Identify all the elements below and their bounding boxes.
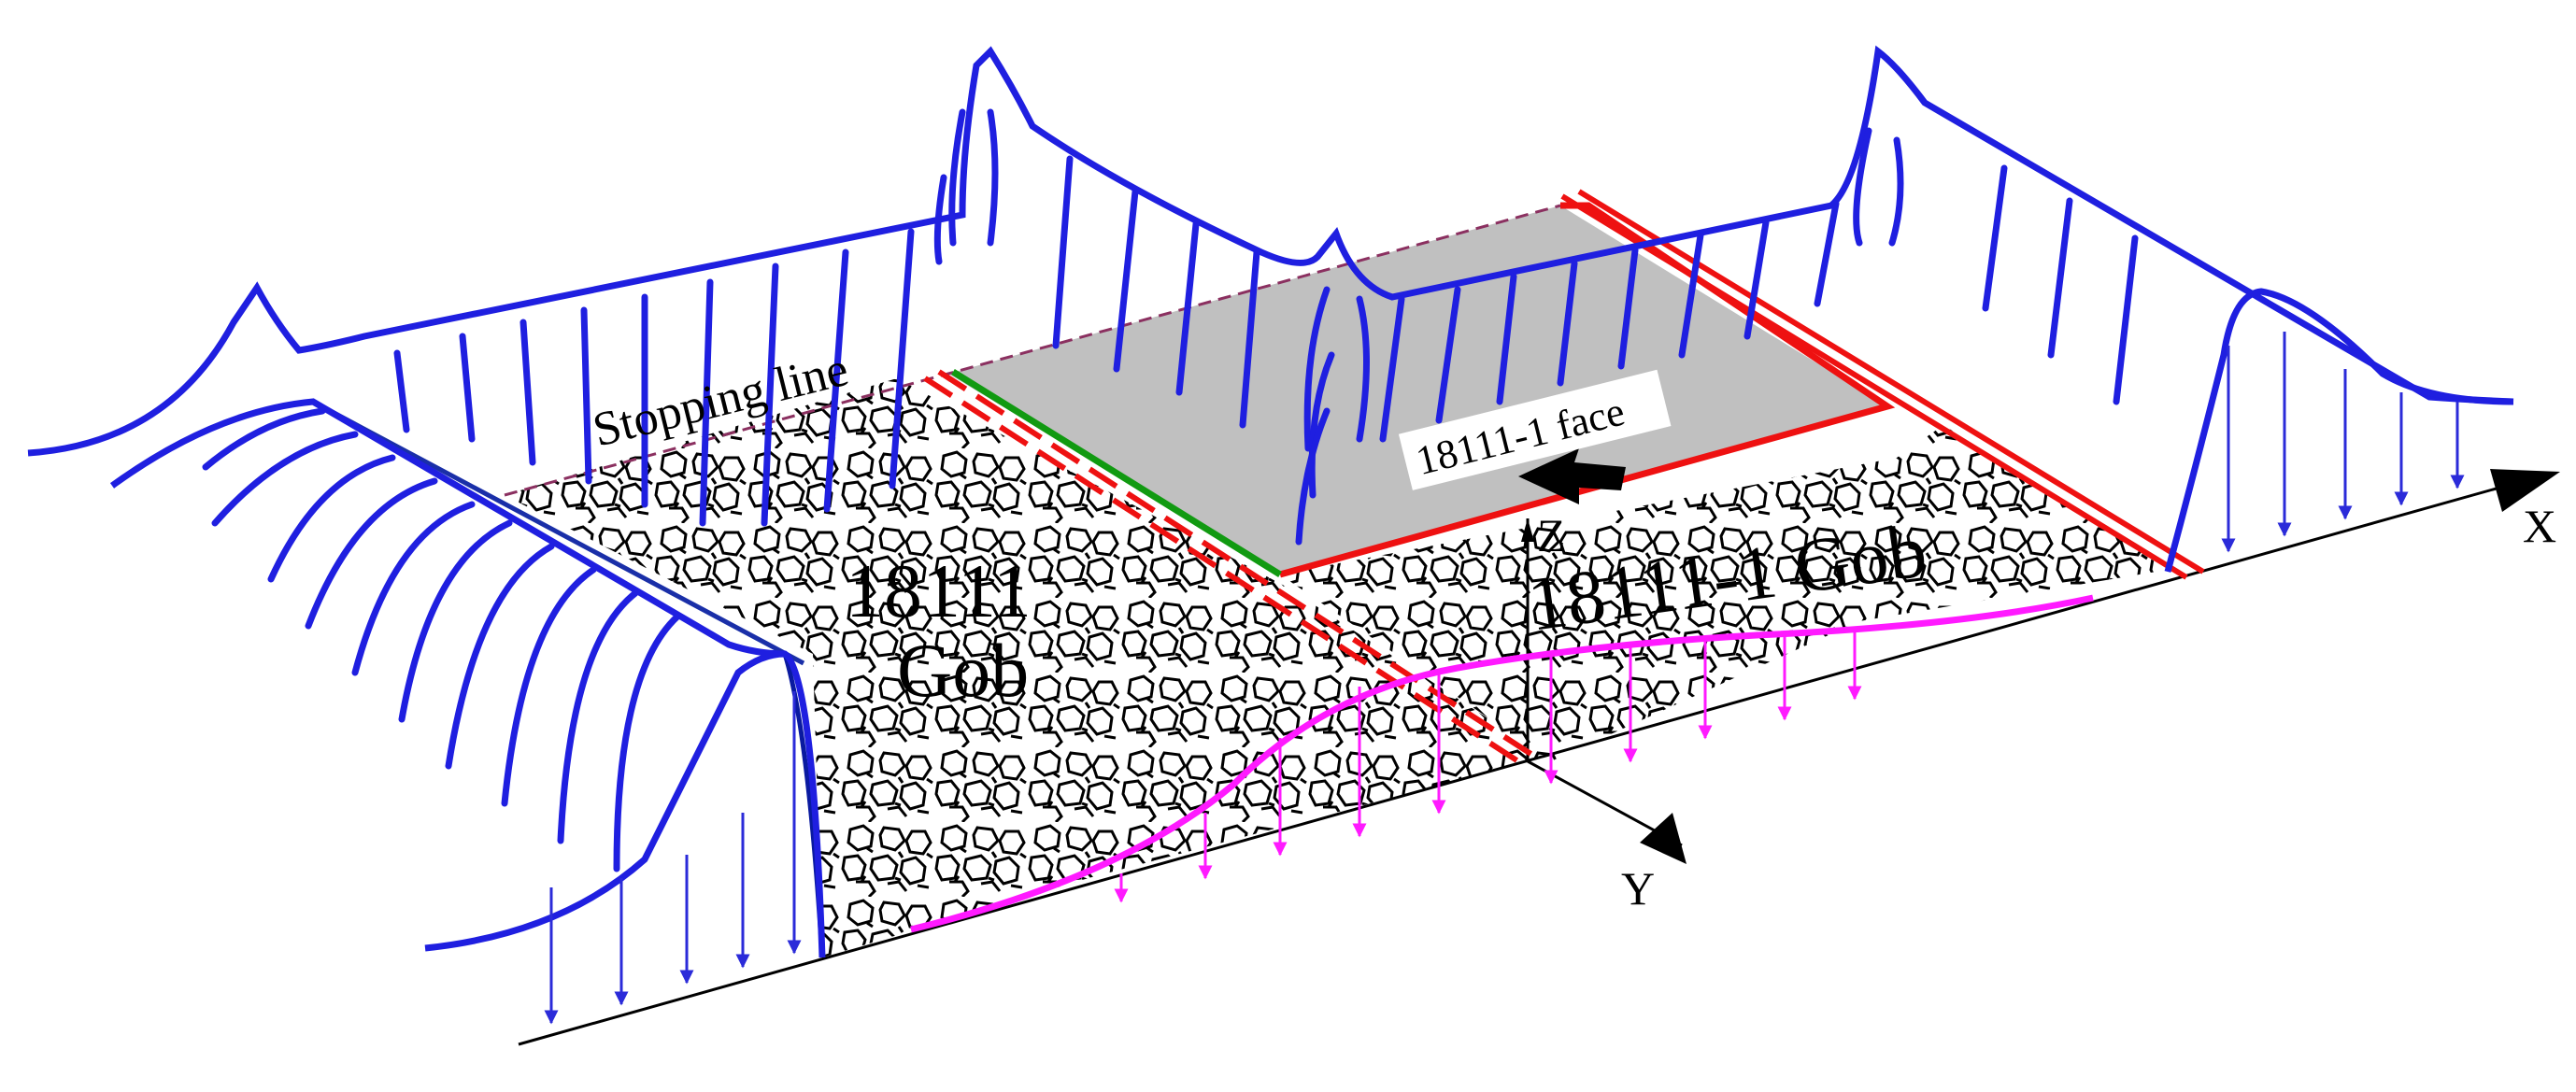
front-baseline <box>518 479 2524 1046</box>
ground-stress-curve <box>910 594 2094 933</box>
advance-arrow-icon <box>1518 448 1626 504</box>
working-face-area <box>948 206 1887 574</box>
axis-x-arrowhead <box>2490 469 2560 512</box>
axis-z-label: Z <box>1537 509 1566 561</box>
stress-strokes <box>202 108 2139 872</box>
axis-z-arrowhead <box>1521 518 1534 542</box>
ground-stress-arrows <box>1114 631 1862 903</box>
gob-18111-1-area <box>1280 425 2168 761</box>
stopping-line <box>504 204 1561 497</box>
face-label-box <box>1398 369 1672 490</box>
axis-y-arrowhead <box>1640 813 1686 864</box>
axis-y-label: Y <box>1621 862 1655 915</box>
red-right-edge <box>1560 189 2205 580</box>
stress-envelope-back <box>27 45 2514 457</box>
axis-x-label: X <box>2523 500 2556 552</box>
stress-envelope-right <box>2164 288 2514 573</box>
green-boundary <box>951 369 1282 577</box>
gob-18111-word: Gob <box>897 628 1029 713</box>
left-back-edge <box>311 399 805 666</box>
stress-arrows-right <box>2221 332 2465 553</box>
stress-envelope-left <box>109 398 826 958</box>
gob-18111-number: 18111 <box>846 548 1032 633</box>
stress-arrows-left <box>544 691 802 1025</box>
red-boundary-dashed <box>923 369 1534 764</box>
